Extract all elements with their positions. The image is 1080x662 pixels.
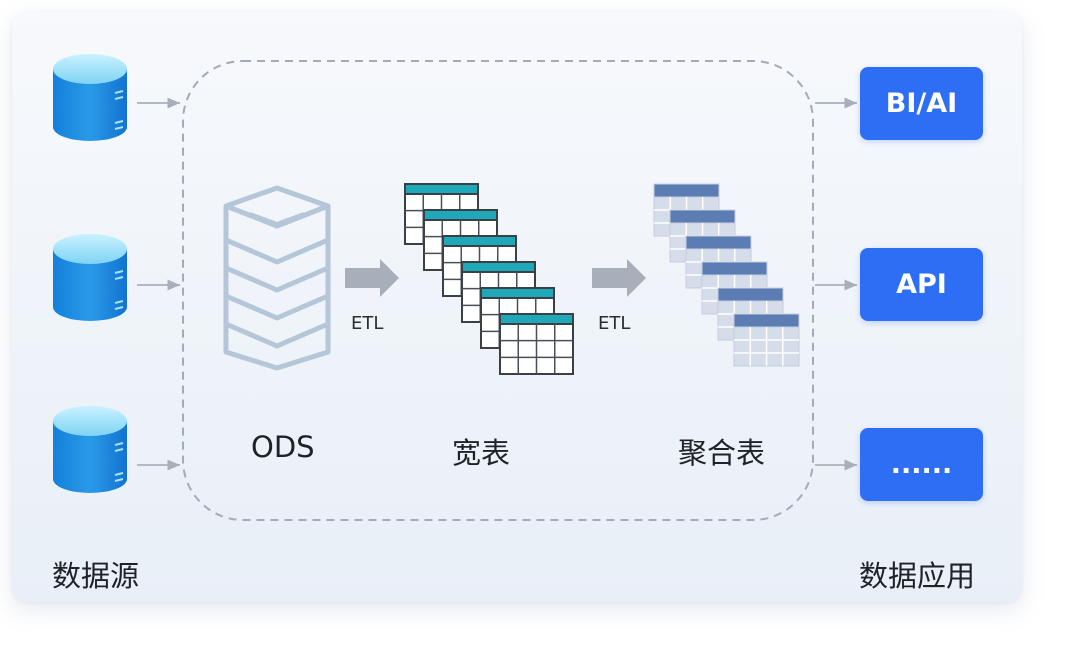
table-sheet	[733, 313, 800, 367]
data-source-label: 数据源	[52, 559, 140, 593]
table-sheet	[499, 313, 574, 375]
processing-region-border	[182, 60, 814, 521]
aggregate-table-label: 聚合表	[678, 436, 766, 470]
api-button[interactable]: API	[860, 248, 983, 321]
bi-ai-button[interactable]: BI/AI	[860, 67, 983, 140]
wide-table-label: 宽表	[452, 436, 511, 470]
aggregate-table-icon	[653, 183, 800, 367]
etl-label-1: ETL	[351, 313, 384, 334]
wide-table-icon	[404, 183, 574, 375]
ods-label: ODS	[251, 430, 315, 464]
more-apps-button[interactable]: ......	[860, 428, 983, 501]
database-icon	[53, 234, 127, 321]
etl-label-2: ETL	[598, 313, 631, 334]
database-icon	[53, 54, 127, 141]
database-icon	[53, 406, 127, 493]
arrow-right-icon	[345, 259, 399, 297]
ods-stack-icon	[223, 185, 331, 371]
data-application-label: 数据应用	[859, 559, 976, 593]
arrow-right-icon	[592, 259, 646, 297]
